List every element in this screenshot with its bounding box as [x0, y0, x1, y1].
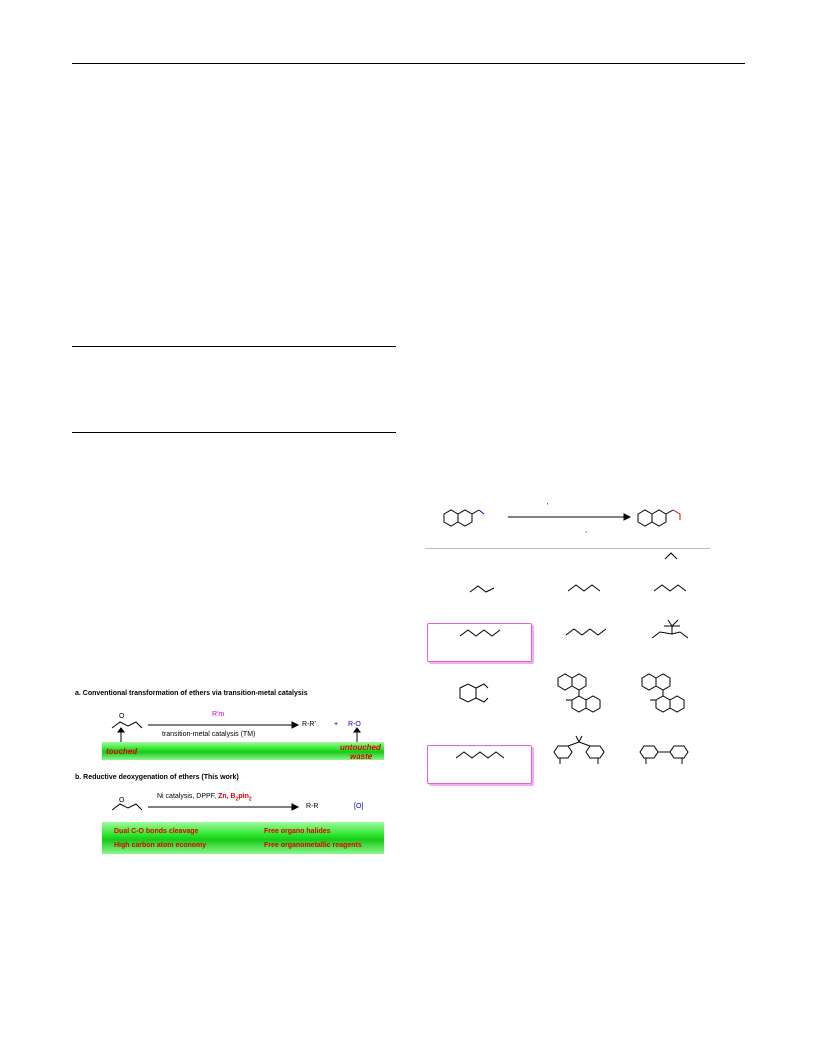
- ether-b-o-label: O: [119, 797, 125, 804]
- reagent-a-label: R'm: [212, 711, 225, 718]
- chain-row1-col3: [653, 584, 687, 592]
- product-b-label: R-R: [306, 803, 319, 810]
- condition-b-pin: pin: [238, 793, 249, 800]
- condition-b-b-sub: 2: [235, 796, 239, 803]
- tbutyl-structure: [651, 619, 689, 639]
- byproduct-a-label: R-O: [348, 721, 361, 728]
- touched-arrow: [117, 727, 125, 742]
- diaryl-methane-structure: [553, 735, 605, 764]
- reaction-arrow-table: [508, 513, 632, 521]
- feature-4: Free organometallic reagents: [264, 842, 362, 849]
- feature-1: Dual C-O bonds cleavage: [114, 828, 199, 835]
- condition-b-sep: ,: [226, 793, 229, 800]
- untouched-arrow: [353, 727, 361, 742]
- left-table-top-rule: [72, 346, 396, 347]
- chain-row1-col2: [567, 584, 601, 592]
- chain-row4-col1: [455, 751, 505, 759]
- chain-row1-col1: [469, 585, 495, 593]
- header-rule: [72, 63, 745, 64]
- condition-b-prefix: Ni catalysis, DPPF,: [157, 793, 217, 800]
- highlight-box-2: [427, 745, 532, 784]
- scheme-b-title: b. Reductive deoxygenation of ethers (Th…: [75, 774, 239, 781]
- arrow-top-mark: ': [547, 503, 549, 510]
- chain-row2-col2: [565, 628, 607, 636]
- highlight-box-1: [427, 623, 532, 662]
- caret-mark: [664, 552, 678, 560]
- condition-b-pin-sub: 2: [248, 796, 252, 803]
- left-table-bottom-rule: [72, 432, 396, 433]
- feature-3: High carbon atom economy: [114, 842, 207, 849]
- byproduct-b-label: [O]: [354, 803, 364, 810]
- ether-structure-b: [111, 803, 143, 811]
- binaphthyl-structure-1: [557, 673, 601, 713]
- reaction-arrow-b: [148, 803, 300, 811]
- ether-structure-a: [111, 721, 143, 729]
- reaction-arrow-a: [148, 721, 300, 729]
- table-header-rule: [425, 548, 710, 549]
- xylene-structure: [459, 683, 489, 703]
- ether-a-o-label: O: [119, 713, 125, 720]
- condition-b-zn: Zn: [218, 793, 227, 800]
- scheme-a-title: a. Conventional transformation of ethers…: [75, 690, 308, 697]
- product-a-label: R-R': [302, 721, 316, 728]
- chain-row2-col1: [459, 629, 501, 637]
- condition-b-b: B: [230, 793, 236, 800]
- scheme-b-highlight-bar: [102, 822, 384, 854]
- arrow-bottom-mark: ,: [585, 527, 587, 534]
- condition-a-label: transition-metal catalysis (TM): [162, 731, 256, 738]
- binaphthyl-structure-2: [641, 673, 685, 713]
- feature-2: Free organo halides: [264, 828, 331, 835]
- waste-label: waste: [350, 752, 373, 761]
- biaryl-structure: [639, 745, 689, 764]
- condition-b-label: Ni catalysis, DPPF, Zn, B2pin2: [157, 793, 252, 802]
- scheme-a-highlight-bar: [102, 742, 384, 760]
- touched-label: touched: [106, 747, 138, 756]
- naphthalene-reactant: [443, 509, 485, 527]
- naphthalene-product: [637, 509, 681, 527]
- untouched-label: untouched: [340, 743, 381, 752]
- plus-sign: +: [334, 721, 339, 728]
